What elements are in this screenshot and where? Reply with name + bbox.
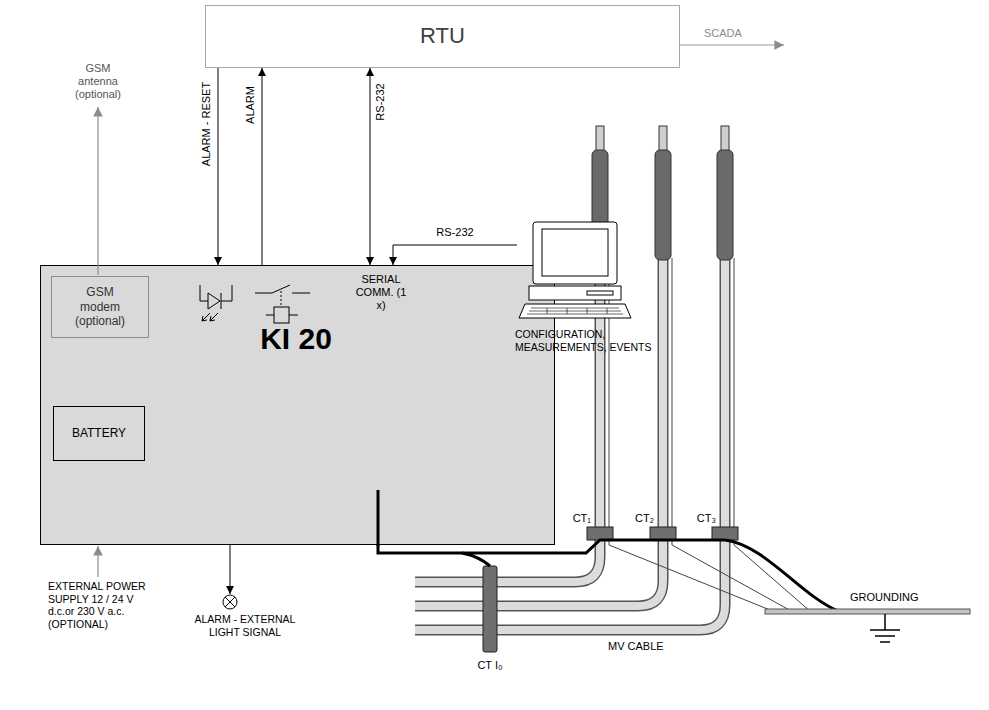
computer-icon: CONFIGURATION, MEASUREMENTS, EVENTS <box>517 220 633 320</box>
lamp-symbol <box>223 595 237 609</box>
port-label: SERIAL COMM. (1 x) <box>354 273 408 313</box>
alarm-light-wire <box>230 545 231 594</box>
grounding-bar <box>765 609 970 614</box>
power-arrow <box>97 546 98 577</box>
part-label: GROUNDING <box>850 591 950 604</box>
computer-case <box>529 286 621 300</box>
current-transformer <box>483 527 738 652</box>
relay-link-symbol <box>281 291 282 307</box>
relay-coil-symbol <box>274 307 289 323</box>
connector-label: ALARM <box>244 84 257 126</box>
box-label: BATTERY <box>68 424 130 442</box>
connector-label: RS-232 <box>374 81 387 122</box>
battery-box: BATTERY <box>53 406 145 461</box>
signal-connector <box>262 68 263 265</box>
monitor-screen <box>542 229 608 276</box>
supply-label: EXTERNAL POWER SUPPLY 12 / 24 V d.c.or 2… <box>48 580 160 630</box>
modem-box: GSM modem (optional) <box>51 276 149 338</box>
computer-drawing <box>517 220 633 320</box>
signal-connector <box>393 245 517 265</box>
box-title: RTU <box>416 21 469 51</box>
transformer-label: CT₃ <box>681 512 716 525</box>
antenna-arrow <box>97 265 98 275</box>
screen-wire <box>609 258 811 612</box>
connector-label: RS-232 <box>434 226 475 239</box>
transformer-label: CT₁ <box>556 512 591 525</box>
led-symbol <box>200 285 232 309</box>
caption-text: CONFIGURATION, MEASUREMENTS, EVENTS <box>515 328 665 353</box>
system-label: SCADA <box>704 27 764 40</box>
part-label: MV CABLE <box>608 640 698 653</box>
measurement-wire <box>377 490 380 546</box>
led-light-symbol <box>202 313 218 321</box>
signal-connector <box>370 68 371 265</box>
keyboard-keys <box>527 308 623 314</box>
device-housing: KI 20 SERIAL COMM. (1 x) GSM modem (option… <box>40 265 555 545</box>
device-title: KI 20 <box>236 321 356 357</box>
antenna-arrow <box>97 107 98 265</box>
keyboard <box>519 304 631 318</box>
transformer-label: CT I₀ <box>455 659 525 672</box>
box-label: GSM modem (optional) <box>65 283 135 330</box>
disk-slot <box>587 291 613 295</box>
monitor <box>533 222 617 284</box>
relay-contact-symbol <box>255 285 310 293</box>
measurement-wire <box>378 540 838 611</box>
option-label: GSM antenna (optional) <box>66 62 130 102</box>
transformer-label: CT₂ <box>619 512 654 525</box>
connector-label: ALARM - RESET <box>200 80 213 168</box>
relay-coil-symbol <box>266 315 298 316</box>
signal-label: ALARM - EXTERNAL LIGHT SIGNAL <box>183 613 307 638</box>
ground-symbol <box>870 614 900 642</box>
scada-arrow <box>680 44 784 45</box>
signal-connector <box>218 68 219 265</box>
rtu-box: RTU <box>205 5 680 68</box>
